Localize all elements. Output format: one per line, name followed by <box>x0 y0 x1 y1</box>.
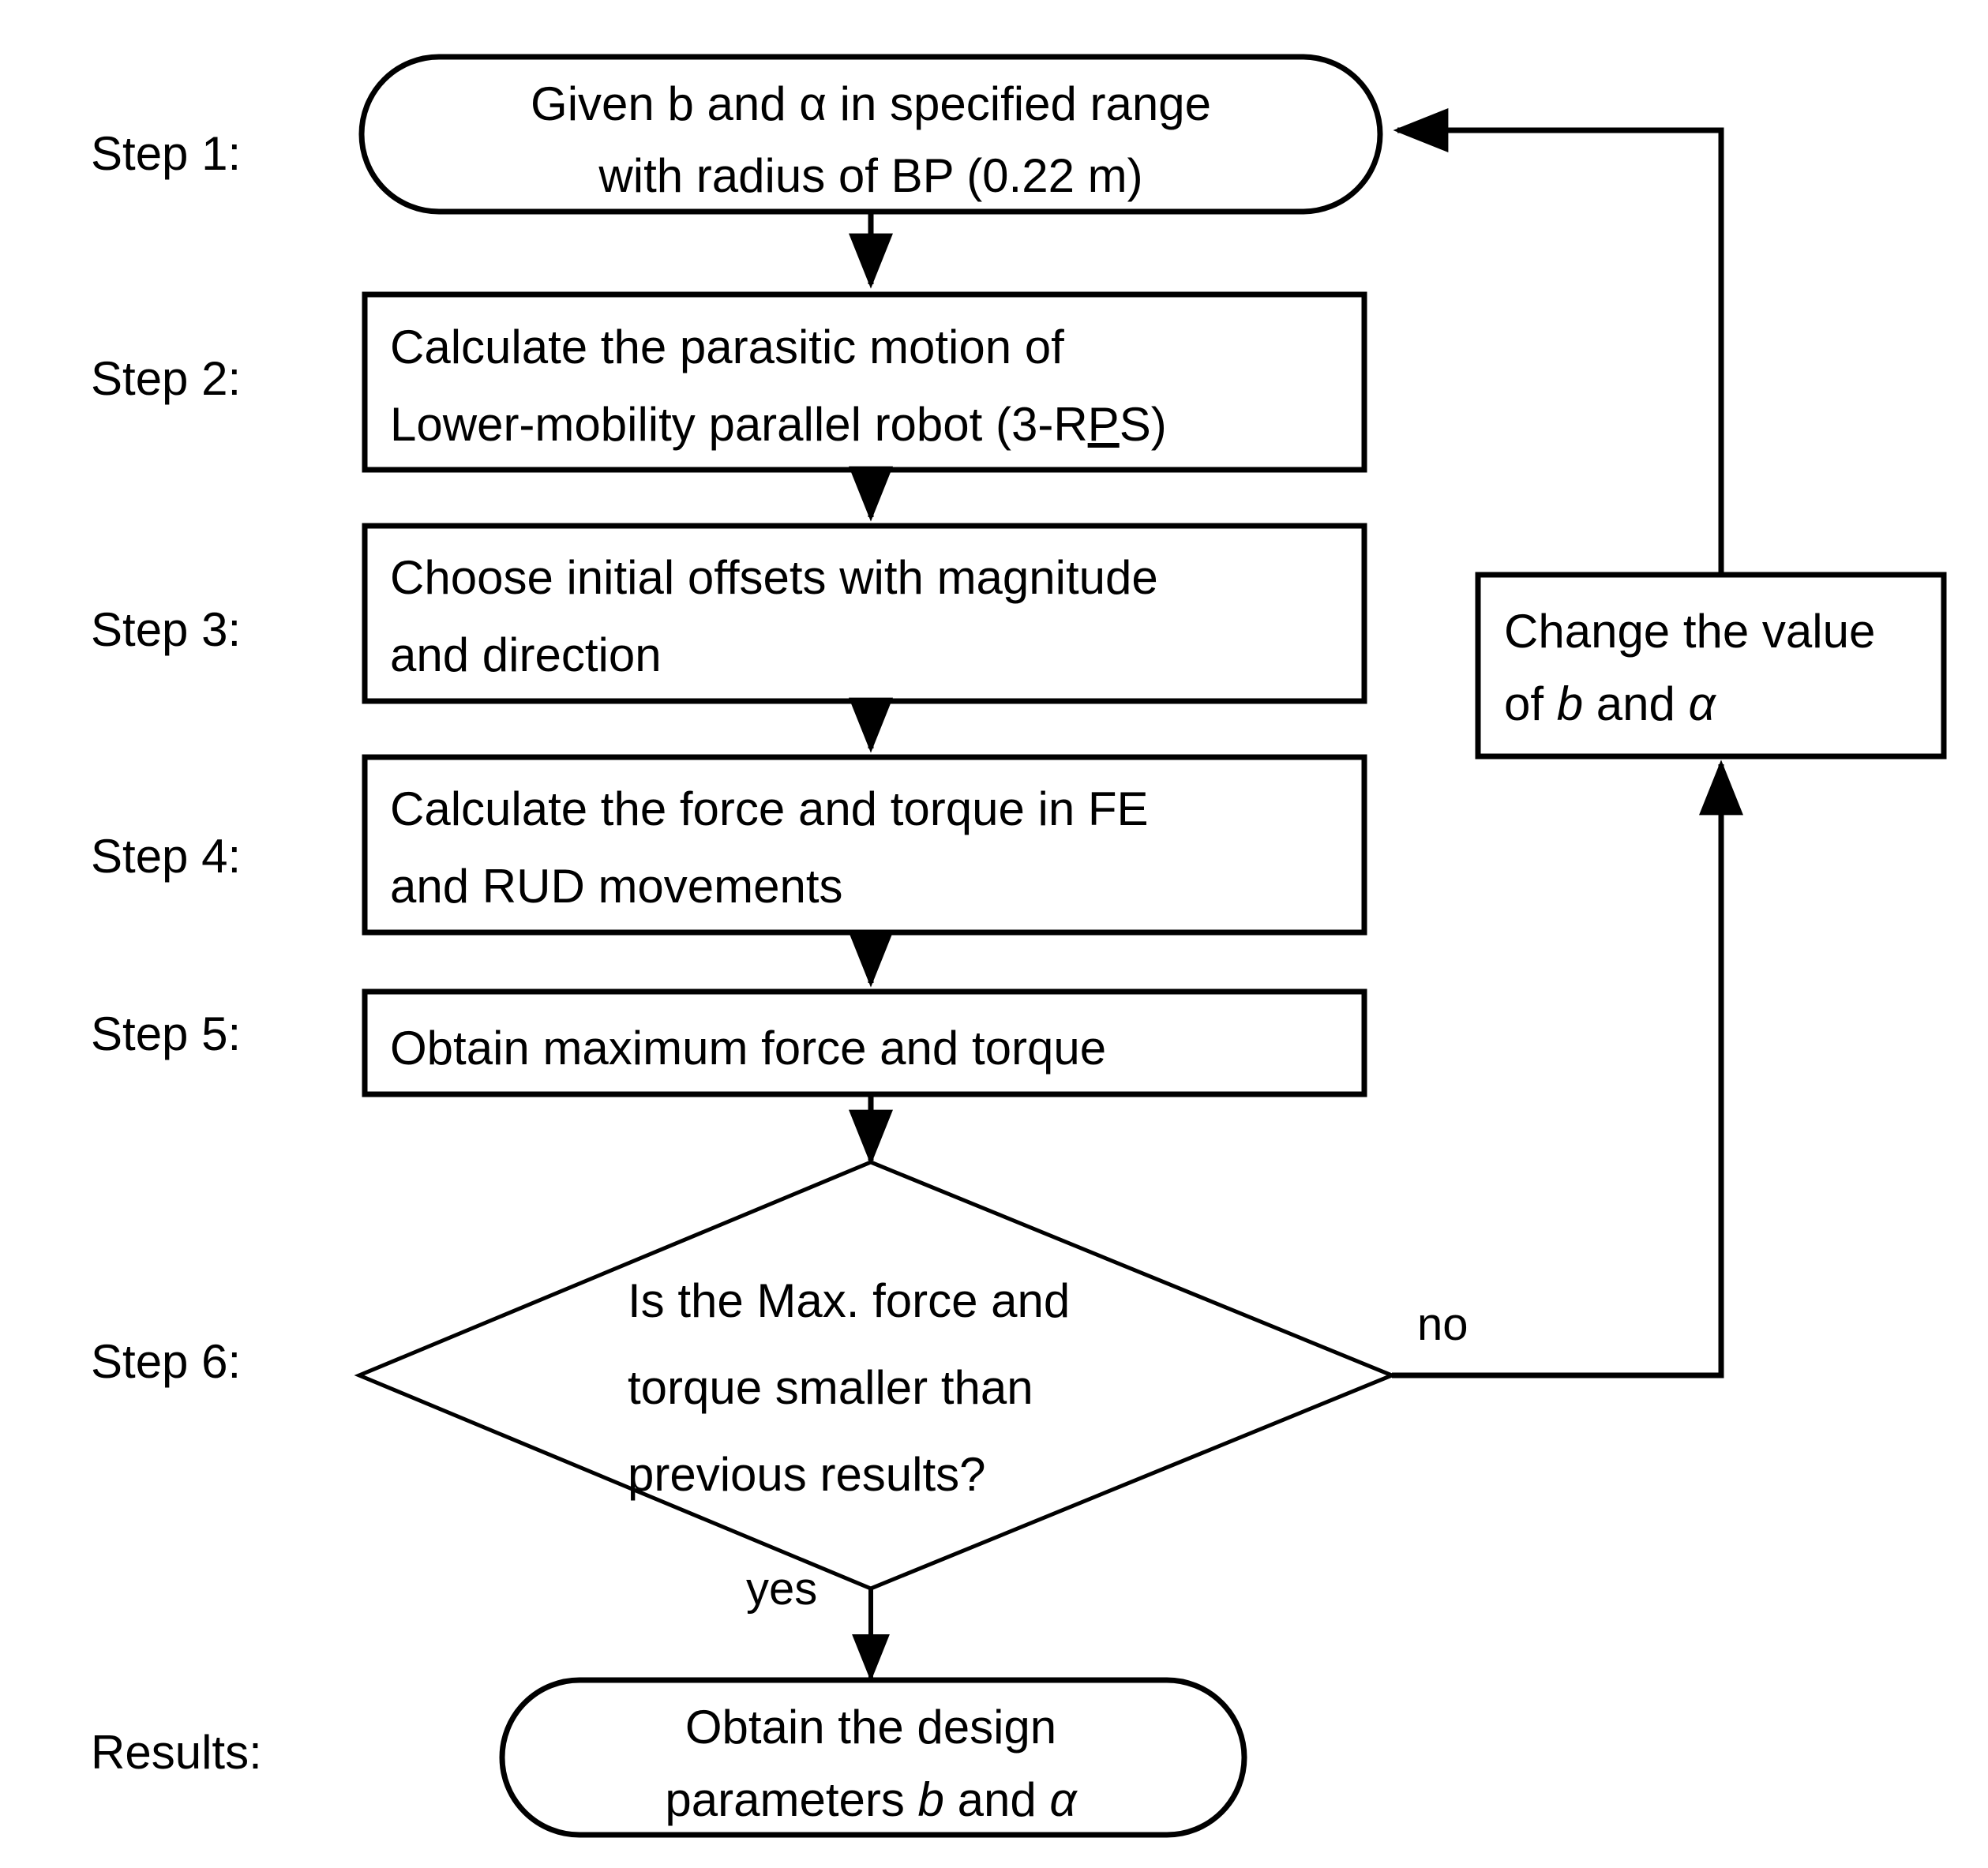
step4-line2: and RUD movements <box>390 860 843 913</box>
step4-rect-shape <box>362 754 1367 936</box>
edge-label-no: no <box>1417 1299 1468 1350</box>
change-rect-shape <box>1475 572 1947 760</box>
arrow-change-to-step1-feedback <box>1393 108 1724 575</box>
change-line2: of b and α <box>1504 677 1717 730</box>
node-step3[interactable]: Choose initial offsets with magnitude an… <box>362 523 1367 704</box>
step-label-3: Step 3: <box>91 603 241 656</box>
step2-line2: Lower-mobility parallel robot (3-RPS) <box>390 398 1167 451</box>
step6-line3: previous results? <box>628 1448 986 1501</box>
step-label-1: Step 1: <box>91 127 241 180</box>
step1-stadium-shape <box>358 54 1383 215</box>
node-step6-decision[interactable]: Is the Max. force and torque smaller tha… <box>354 1160 1397 1591</box>
edge-label-yes: yes <box>746 1563 817 1615</box>
step6-line2: torque smaller than <box>628 1361 1033 1414</box>
step5-line1: Obtain maximum force and torque <box>390 1022 1106 1075</box>
step5-rect-shape <box>362 988 1367 1097</box>
step4-line1: Calculate the force and torque in FE <box>390 782 1149 835</box>
step-label-5: Step 5: <box>91 1007 241 1060</box>
step-label-6: Step 6: <box>91 1335 241 1388</box>
results-line2: parameters b and α <box>665 1773 1078 1826</box>
change-line1: Change the value <box>1504 605 1875 658</box>
step-label-4: Step 4: <box>91 830 241 883</box>
step2-line1: Calculate the parasitic motion of <box>390 321 1064 373</box>
node-step4[interactable]: Calculate the force and torque in FE and… <box>362 754 1367 936</box>
step2-rect-shape <box>362 291 1367 473</box>
node-results[interactable]: Obtain the design parameters b and α <box>499 1677 1247 1838</box>
step1-line1: Given b and α in specified range <box>531 77 1211 130</box>
node-step2[interactable]: Calculate the parasitic motion of Lower-… <box>362 291 1367 473</box>
step-label-results: Results: <box>91 1726 262 1779</box>
node-step5[interactable]: Obtain maximum force and torque <box>362 988 1367 1097</box>
step3-line2: and direction <box>390 628 662 681</box>
results-line1: Obtain the design <box>685 1701 1056 1754</box>
step-label-2: Step 2: <box>91 352 241 405</box>
node-step1[interactable]: Given b and α in specified range with ra… <box>358 54 1383 215</box>
step6-line1: Is the Max. force and <box>628 1274 1070 1327</box>
arrow-no-branch-to-change <box>1392 760 1743 1378</box>
step1-line2: with radius of BP (0.22 m) <box>598 149 1142 202</box>
results-stadium-shape <box>499 1677 1247 1838</box>
node-change-value[interactable]: Change the value of b and α <box>1475 572 1947 760</box>
step3-line1: Choose initial offsets with magnitude <box>390 551 1158 604</box>
